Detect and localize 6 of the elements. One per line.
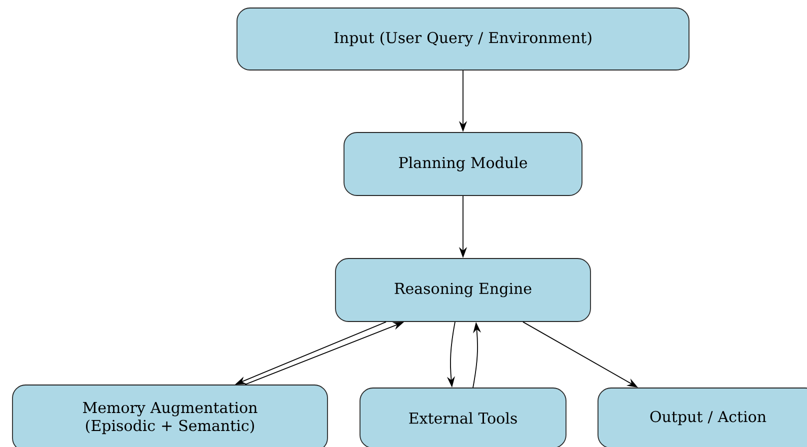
process-box: Output / Action — [598, 388, 807, 447]
process-box: Input (User Query / Environment) — [236, 8, 690, 70]
process-box: Memory Augmentation (Episodic + Semantic) — [12, 384, 328, 447]
process-box: External Tools — [360, 388, 566, 447]
process-box: Planning Module — [344, 132, 582, 196]
process-box: Reasoning Engine — [335, 258, 591, 322]
